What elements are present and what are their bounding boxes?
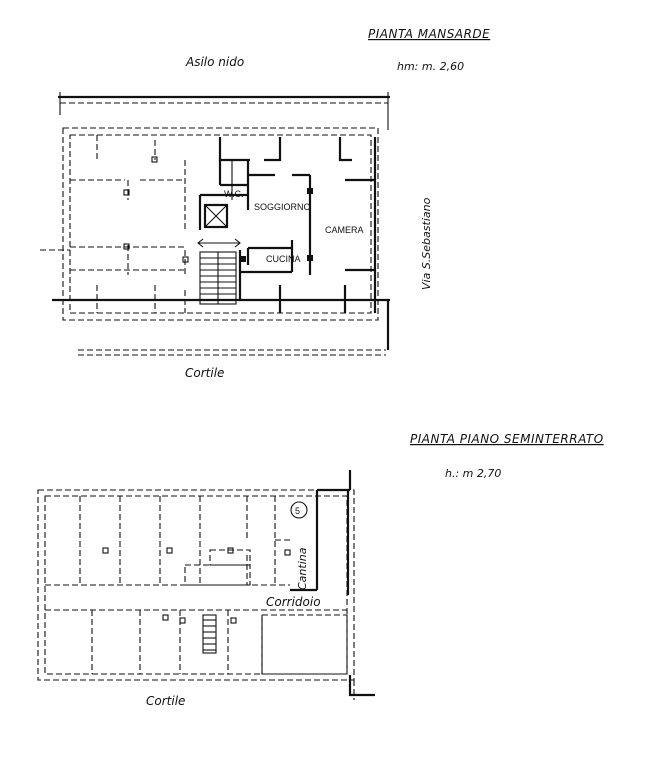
unit-number: 5 <box>295 506 300 516</box>
elevator-symbol <box>203 203 229 229</box>
lower-plan-height-label: h.: m 2,70 <box>445 467 501 480</box>
upper-plan-title: PIANTA MANSARDE <box>368 27 490 41</box>
upper-stair <box>199 251 237 305</box>
lower-plan-title: PIANTA PIANO SEMINTERRATO <box>410 432 604 446</box>
width-arrow <box>197 238 241 248</box>
cantina-label: Cantina <box>296 547 309 590</box>
corridoio-label: Corridoio <box>266 595 321 609</box>
room-label-camera: CAMERA <box>325 225 364 235</box>
lower-cortile-label: Cortile <box>146 694 185 708</box>
upper-plan-height-label: hm: m. 2,60 <box>397 60 464 73</box>
upper-cortile-label: Cortile <box>185 366 224 380</box>
room-label-soggiorno: SOGGIORNO <box>254 202 311 212</box>
via-label: Via S.Sebastiano <box>420 197 433 290</box>
asilo-nido-label: Asilo nido <box>185 55 244 69</box>
room-label-cucina: CUCINA <box>266 254 301 264</box>
lower-stair <box>202 614 217 654</box>
unit-number-marker: 5 <box>290 501 308 519</box>
room-label-wc: W.C. <box>224 189 244 199</box>
lower-plan-walls <box>37 470 375 700</box>
upper-plan-walls <box>40 92 390 356</box>
